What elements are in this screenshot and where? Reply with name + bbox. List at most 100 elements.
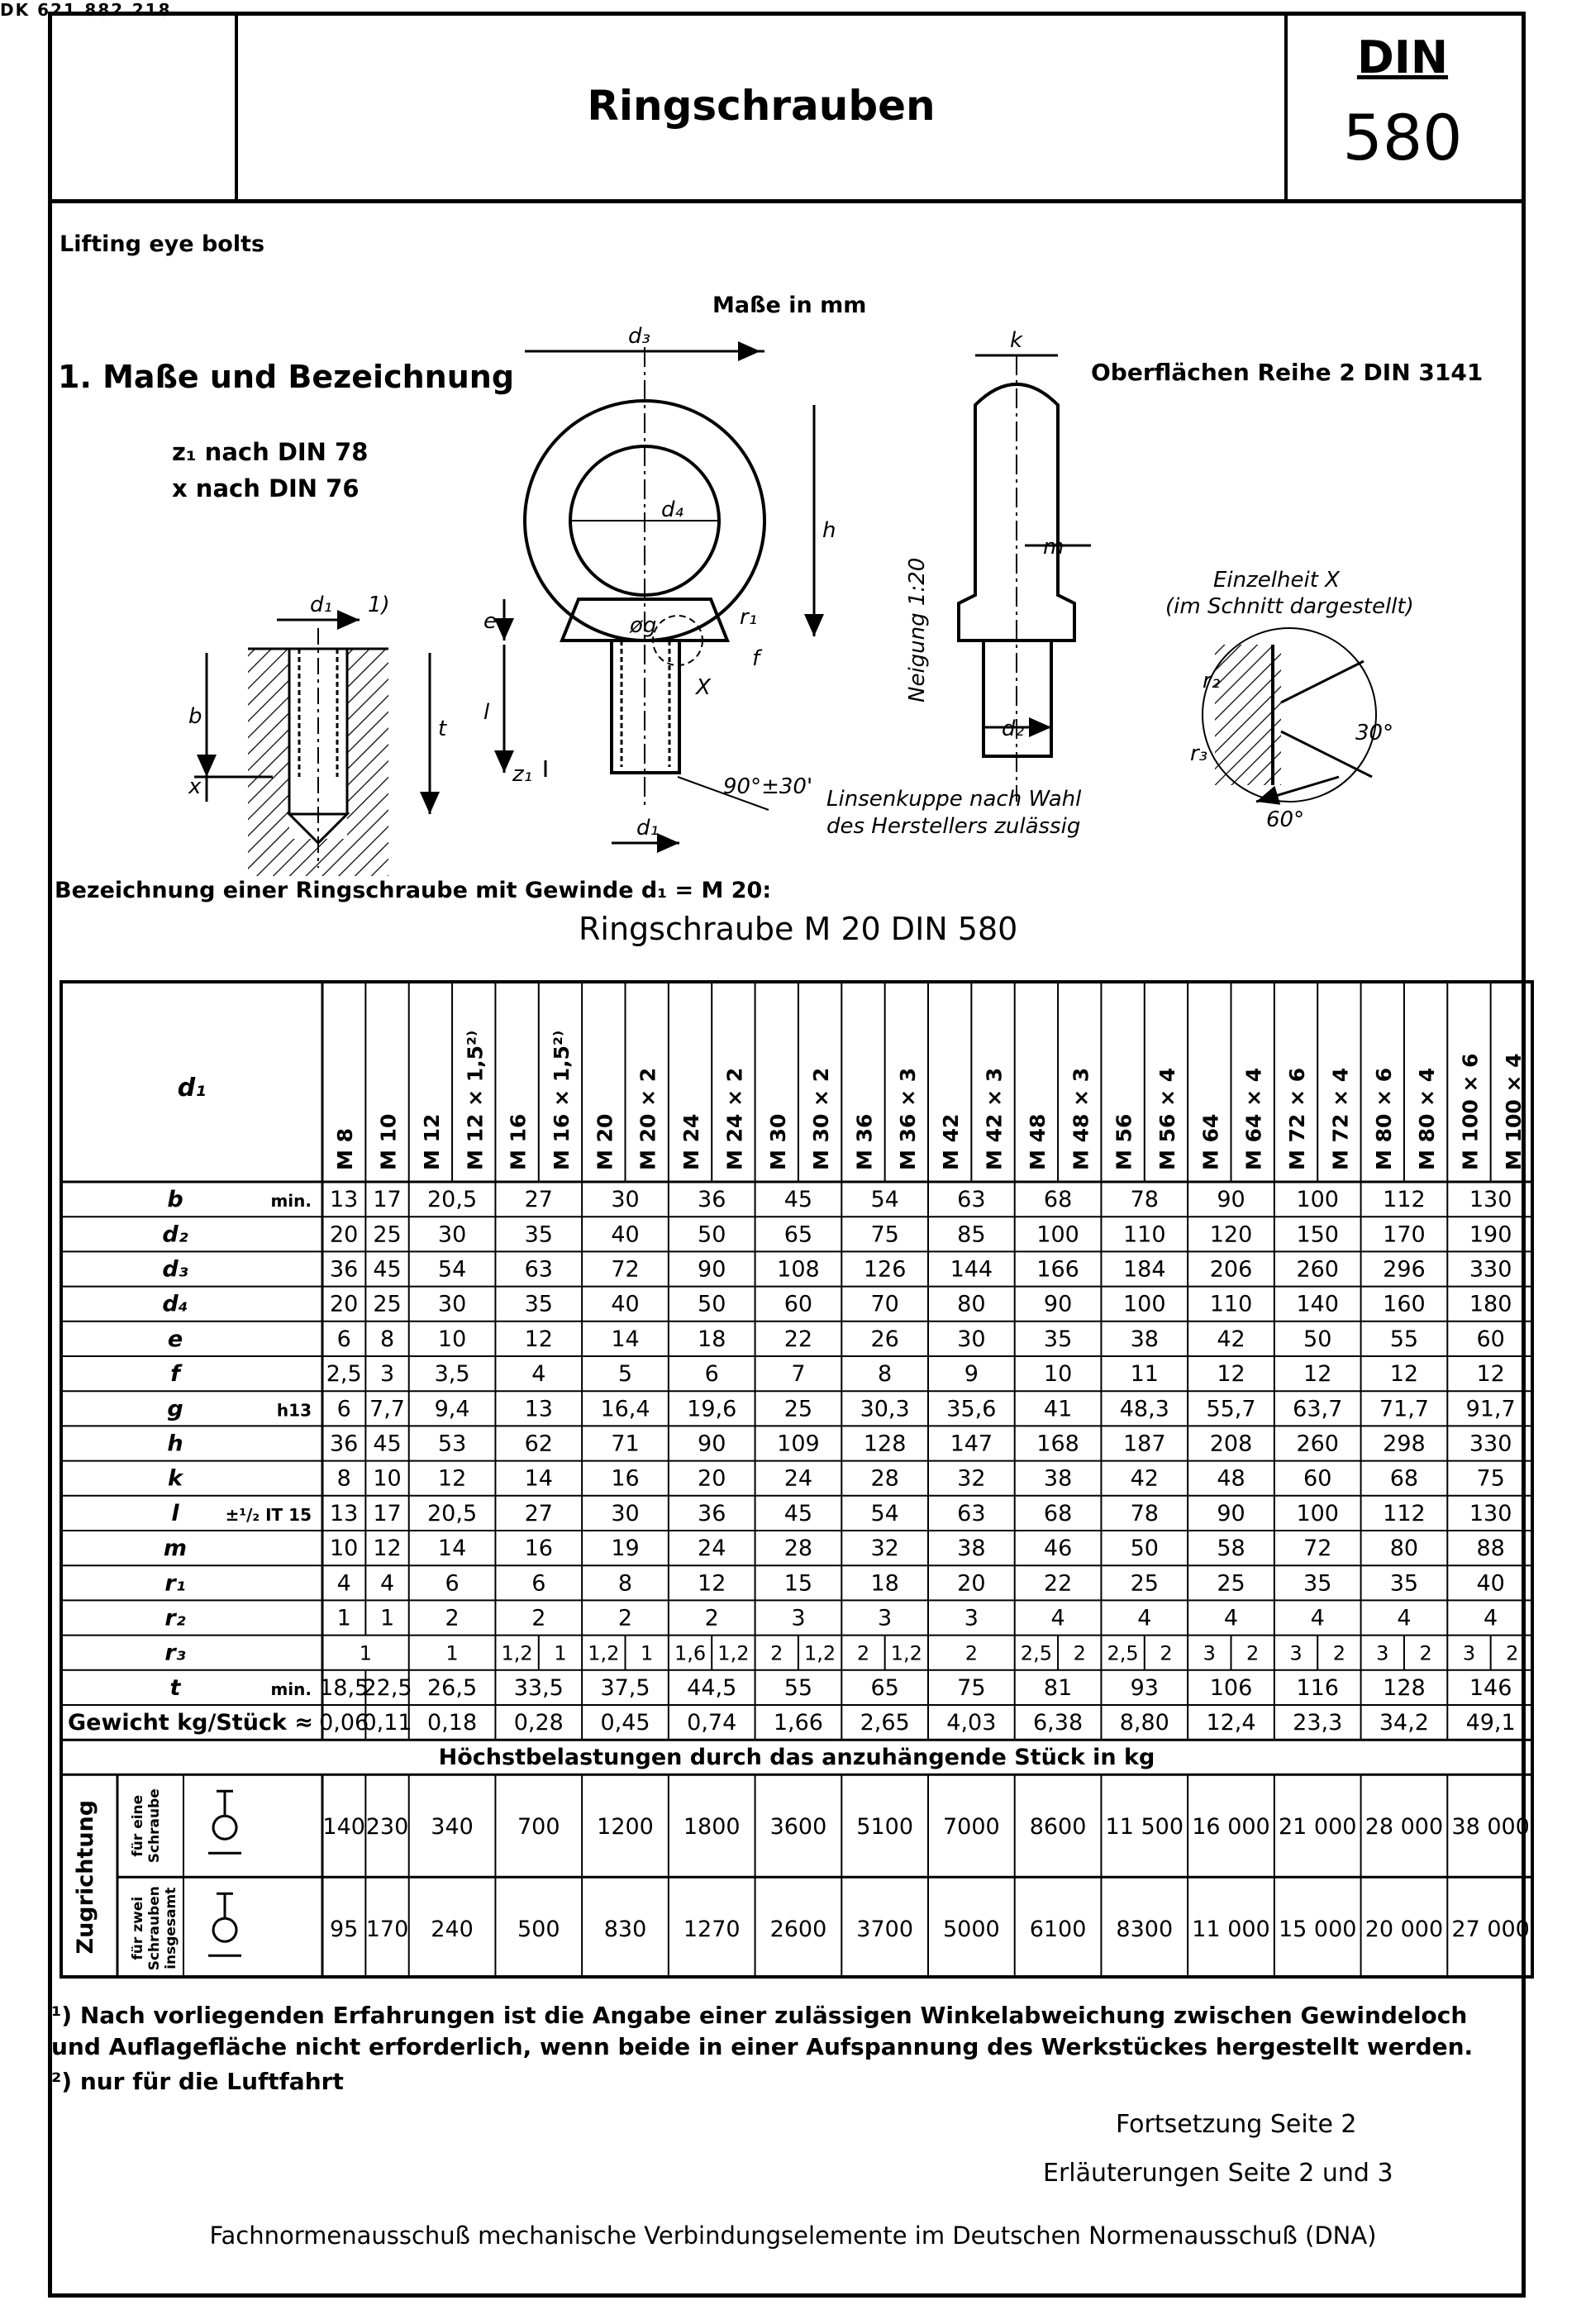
table-cell: 36 xyxy=(330,1257,358,1283)
table-cell: 12 xyxy=(1390,1361,1418,1387)
table-cell: 147 xyxy=(950,1431,993,1457)
table-cell: 2 xyxy=(618,1606,632,1631)
table-cell: 68 xyxy=(1390,1466,1418,1492)
label-g: øg xyxy=(629,613,656,638)
weight-value: 0,11 xyxy=(362,1710,412,1736)
table-cell: 35 xyxy=(1303,1570,1331,1596)
table-cell: 15 xyxy=(784,1570,812,1596)
r3-value: 1 xyxy=(554,1642,566,1665)
table-cell: 206 xyxy=(1210,1257,1253,1283)
table-cell: 4 xyxy=(1050,1606,1064,1631)
table-cell: 100 xyxy=(1296,1187,1339,1212)
thread-header: M 42 xyxy=(939,1114,963,1170)
din-box: DIN 580 xyxy=(1288,12,1517,199)
table-cell: 16 xyxy=(611,1466,639,1492)
pair-bolts-label: insgesamt xyxy=(163,1888,179,1969)
table-cell: 80 xyxy=(1390,1536,1418,1561)
row-label: f xyxy=(170,1361,183,1387)
table-cell: 25 xyxy=(373,1292,401,1317)
load-value: 700 xyxy=(517,1814,560,1840)
label-d4: d₄ xyxy=(661,498,684,522)
table-cell: 187 xyxy=(1123,1431,1166,1457)
table-cell: 3,5 xyxy=(435,1361,470,1387)
table-cell: 5 xyxy=(618,1361,632,1387)
table-cell: 28 xyxy=(784,1536,812,1561)
table-cell: 130 xyxy=(1469,1501,1512,1526)
table-cell: 146 xyxy=(1469,1675,1512,1701)
weight-value: 23,3 xyxy=(1293,1710,1342,1736)
tapped-hole-view xyxy=(194,610,440,876)
load-value: 6100 xyxy=(1030,1917,1087,1942)
table-cell: 17 xyxy=(373,1187,401,1212)
table-cell: 45 xyxy=(784,1187,812,1212)
weight-value: 6,38 xyxy=(1033,1710,1083,1736)
table-cell: 20,5 xyxy=(427,1187,477,1212)
table-cell: 60 xyxy=(1303,1466,1331,1492)
table-cell: 25 xyxy=(373,1222,401,1247)
table-cell: 18,5 xyxy=(319,1675,369,1701)
footnote-1-mark: ¹) xyxy=(51,2002,73,2029)
thread-header: M 80 × 6 xyxy=(1372,1068,1396,1170)
thread-header: M 56 xyxy=(1112,1114,1136,1170)
table-cell: 42 xyxy=(1217,1326,1245,1352)
table-cell: 54 xyxy=(870,1501,898,1526)
thread-header: M 30 × 2 xyxy=(809,1068,833,1170)
pair-bolts-hook-icon xyxy=(208,1892,241,1957)
label-slope: Neigung 1:20 xyxy=(905,558,930,702)
load-value: 240 xyxy=(431,1917,474,1942)
table-cell: 50 xyxy=(1131,1536,1159,1561)
table-cell: 46 xyxy=(1044,1536,1072,1561)
table-cell: 150 xyxy=(1296,1222,1339,1247)
table-cell: 128 xyxy=(1383,1675,1426,1701)
weight-value: 49,1 xyxy=(1466,1710,1516,1736)
thread-header: M 20 xyxy=(593,1114,617,1170)
row-note: ±¹/₂ IT 15 xyxy=(226,1505,312,1525)
table-cell: 160 xyxy=(1383,1292,1426,1317)
thread-header: M 64 × 4 xyxy=(1242,1068,1266,1170)
thread-header: M 24 xyxy=(679,1114,703,1170)
row-label: r₁ xyxy=(164,1570,185,1596)
committee-footer: Fachnormenausschuß mechanische Verbindun… xyxy=(209,2222,1377,2250)
load-value: 95 xyxy=(330,1917,358,1942)
r3-value: 2 xyxy=(1419,1642,1431,1665)
label-detail-r3: r₃ xyxy=(1190,741,1207,766)
row-label: k xyxy=(168,1466,184,1492)
table-cell: 11 xyxy=(1131,1361,1159,1387)
designation-intro: Bezeichnung einer Ringschraube mit Gewin… xyxy=(55,878,772,903)
table-cell: 10 xyxy=(330,1536,358,1561)
r3-value: 2 xyxy=(770,1642,783,1665)
row-label: h xyxy=(167,1431,183,1457)
table-cell: 75 xyxy=(957,1675,985,1701)
header: Ringschrauben DIN 580 xyxy=(48,12,1526,203)
table-cell: 12 xyxy=(373,1536,401,1561)
table-cell: 1 xyxy=(380,1606,394,1631)
detail-x-view xyxy=(1202,627,1377,805)
table-cell: 8 xyxy=(337,1466,351,1492)
weight-value: 0,06 xyxy=(319,1710,369,1736)
table-cell: 8 xyxy=(618,1570,632,1596)
load-value: 140 xyxy=(322,1814,365,1840)
load-value: 170 xyxy=(366,1917,409,1942)
table-cell: 120 xyxy=(1210,1222,1253,1247)
table-cell: 4 xyxy=(1224,1606,1238,1631)
table-cell: 100 xyxy=(1123,1292,1166,1317)
table-cell: 25 xyxy=(1217,1570,1245,1596)
footnote-1: ¹) Nach vorliegenden Erfahrungen ist die… xyxy=(51,2000,1506,2063)
thread-header: M 24 × 2 xyxy=(722,1068,746,1170)
table-cell: 50 xyxy=(1303,1326,1331,1352)
row-note: min. xyxy=(270,1679,312,1699)
label-d3: d₃ xyxy=(628,324,650,349)
table-cell: 2 xyxy=(705,1606,719,1631)
label-lens-note-1: Linsenkuppe nach Wahl xyxy=(826,787,1082,812)
table-cell: 32 xyxy=(870,1536,898,1561)
header-empty-cell xyxy=(48,12,238,199)
label-f: f xyxy=(752,646,763,671)
footnote-1-text: Nach vorliegenden Erfahrungen ist die An… xyxy=(51,2002,1474,2060)
table-cell: 48,3 xyxy=(1120,1396,1169,1422)
table-cell: 65 xyxy=(870,1675,898,1701)
x-note: x nach DIN 76 xyxy=(172,474,360,502)
table-cell: 2 xyxy=(445,1606,459,1631)
table-cell: 38 xyxy=(1044,1466,1072,1492)
table-cell: 36 xyxy=(698,1187,726,1212)
weight-value: 0,74 xyxy=(687,1710,736,1736)
